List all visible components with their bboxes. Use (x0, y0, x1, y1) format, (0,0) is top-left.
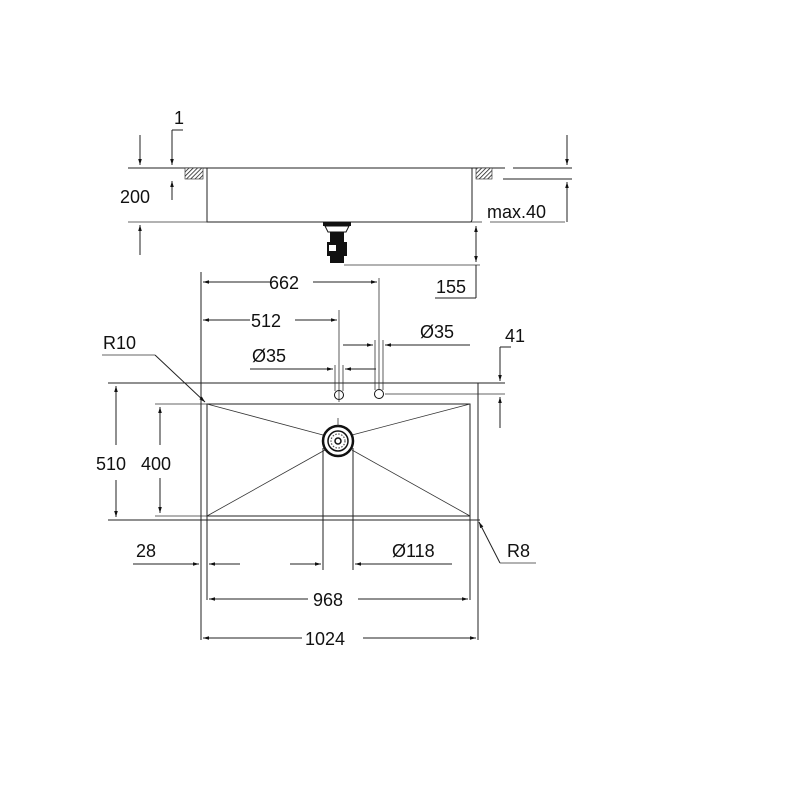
dim-corner-radius-outer: R10 (103, 333, 136, 353)
dim-inner-depth: 400 (141, 454, 171, 474)
dim-back-edge: 41 (505, 326, 525, 346)
tap-hole-1 (334, 310, 344, 402)
dim-flange-thickness: 1 (174, 108, 184, 128)
tap-hole-2 (374, 278, 384, 399)
sink-bowl-top (206, 403, 471, 517)
dim-outer-width: 1024 (305, 629, 345, 649)
sink-bowl-side (206, 168, 473, 223)
flange-hatch-left (184, 167, 204, 180)
drain-strainer-icon (321, 418, 355, 458)
dim-drain-depth: 155 (436, 277, 466, 297)
side-view: 1 200 max.40 155 (120, 108, 572, 299)
dim-corner-radius-inner: R8 (507, 541, 530, 561)
dim-side-rim: 28 (136, 541, 156, 561)
dim-tap-hole-2-diameter: Ø35 (420, 322, 454, 342)
dim-tap-hole-2-offset: 662 (269, 273, 299, 293)
dim-tap-hole-1-diameter: Ø35 (252, 346, 286, 366)
dim-drain-diameter: Ø118 (392, 541, 435, 561)
top-view: 662 512 Ø35 Ø35 41 R10 510 400 28 (96, 272, 536, 649)
flange-hatch-right (475, 167, 493, 180)
dim-inner-width: 968 (313, 590, 343, 610)
dim-outer-depth: 510 (96, 454, 126, 474)
dim-depth: 200 (120, 187, 150, 207)
dim-tap-hole-1-offset: 512 (251, 311, 281, 331)
drain-fitting-icon (323, 222, 351, 263)
dim-worktop-max: max.40 (487, 202, 546, 222)
